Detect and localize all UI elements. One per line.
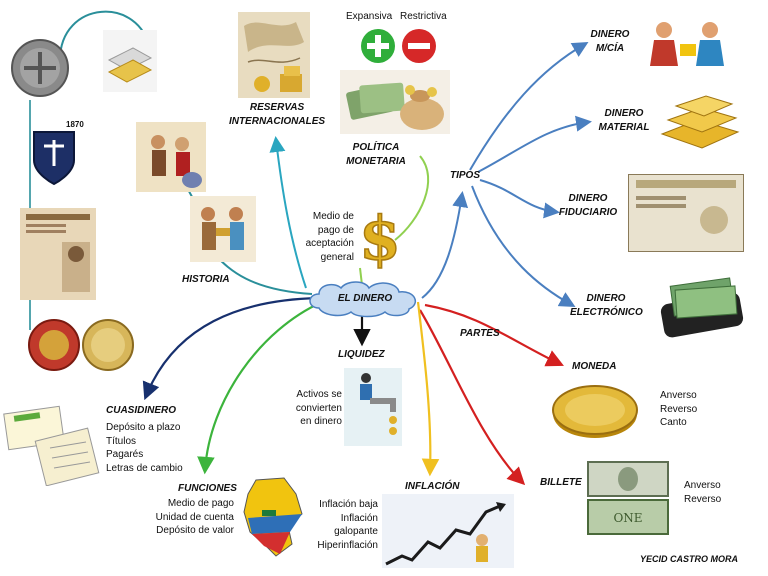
money-bag-image	[340, 70, 450, 134]
fiduciary-note-image	[628, 174, 744, 252]
modern-coins-image	[26, 318, 138, 372]
faucet-coins-image	[344, 368, 402, 446]
tipos-label: TIPOS	[450, 170, 481, 181]
plus-icon	[360, 28, 396, 64]
moneda-parts-list: Anverso Reverso Canto	[660, 390, 698, 428]
svg-text:ONE: ONE	[613, 511, 642, 525]
phone-cash-image	[656, 276, 746, 338]
dinero-fiduciario-label: DINERO FIDUCIARIO	[558, 193, 618, 218]
liquidez-text: Activos se convierten en dinero	[295, 389, 342, 427]
link-reservas	[269, 136, 307, 289]
link-billete	[419, 309, 526, 486]
link-material	[477, 115, 592, 173]
conquistadors-image	[136, 122, 206, 192]
inflacion-label: INFLACIÓN	[405, 481, 460, 492]
reserves-map-image	[238, 12, 310, 98]
gold-stack-image	[658, 80, 744, 160]
link-funciones	[197, 300, 323, 475]
gold-coin-image	[550, 382, 640, 442]
center-label: EL DINERO	[337, 293, 393, 304]
link-electronico	[471, 185, 576, 307]
expansiva-label: Expansiva	[346, 11, 393, 22]
author-label: YECID CASTRO MORA	[640, 554, 739, 564]
link-inflacion	[416, 301, 440, 477]
cuasidinero-label: CUASIDINERO	[106, 405, 177, 416]
link-fiduciario	[479, 179, 560, 219]
link-tipos	[421, 191, 469, 299]
moneda-label: MONEDA	[572, 361, 617, 372]
gold-bars-image	[103, 30, 157, 92]
medio-pago-text: Medio de pago de aceptación general	[305, 211, 354, 263]
restrictiva-label: Restrictiva	[400, 11, 447, 22]
center-cloud	[305, 278, 425, 318]
dollar-sign-icon: $	[358, 205, 402, 269]
reservas-label: RESERVAS INTERNACIONALES	[228, 102, 326, 127]
old-newspaper-image	[20, 208, 96, 300]
dinero-mcia-label: DINERO M/CÍA	[590, 29, 630, 54]
banknote-image: ONE	[586, 460, 670, 536]
barter-figures-image	[640, 14, 736, 80]
billete-label: BILLETE	[540, 477, 582, 488]
inflation-chart-image	[382, 494, 514, 568]
dinero-electronico-label: DINERO ELECTRÓNICO	[570, 293, 643, 318]
funciones-list: Medio de pago Unidad de cuenta Depósito …	[155, 498, 234, 536]
minus-icon	[401, 28, 437, 64]
link-cuasidinero	[142, 296, 319, 401]
billete-parts-list: Anverso Reverso	[684, 480, 722, 505]
dinero-material-label: DINERO MATERIAL	[598, 108, 650, 133]
svg-text:$: $	[359, 205, 401, 269]
historia-label: HISTORIA	[182, 274, 230, 285]
partes-label: PARTES	[460, 328, 500, 339]
funciones-label: FUNCIONES	[178, 483, 237, 494]
coat-of-arms-image	[30, 126, 78, 186]
inflacion-list: Inflación baja Inflación galopante Hiper…	[317, 499, 378, 551]
link-mcia	[469, 41, 589, 171]
liquidez-label: LIQUIDEZ	[338, 349, 385, 360]
old-coin-image	[10, 38, 70, 98]
politica-label: POLÍTICA MONETARIA	[346, 142, 406, 167]
colombia-map-image	[236, 474, 310, 560]
year-1870-label: 1870	[66, 120, 84, 129]
documents-image	[0, 404, 100, 486]
barter-image	[190, 196, 256, 262]
link-moneda	[424, 303, 564, 367]
link-politica	[394, 155, 430, 241]
cuasidinero-list: Depósito a plazo Títulos Pagarés Letras …	[106, 422, 183, 474]
